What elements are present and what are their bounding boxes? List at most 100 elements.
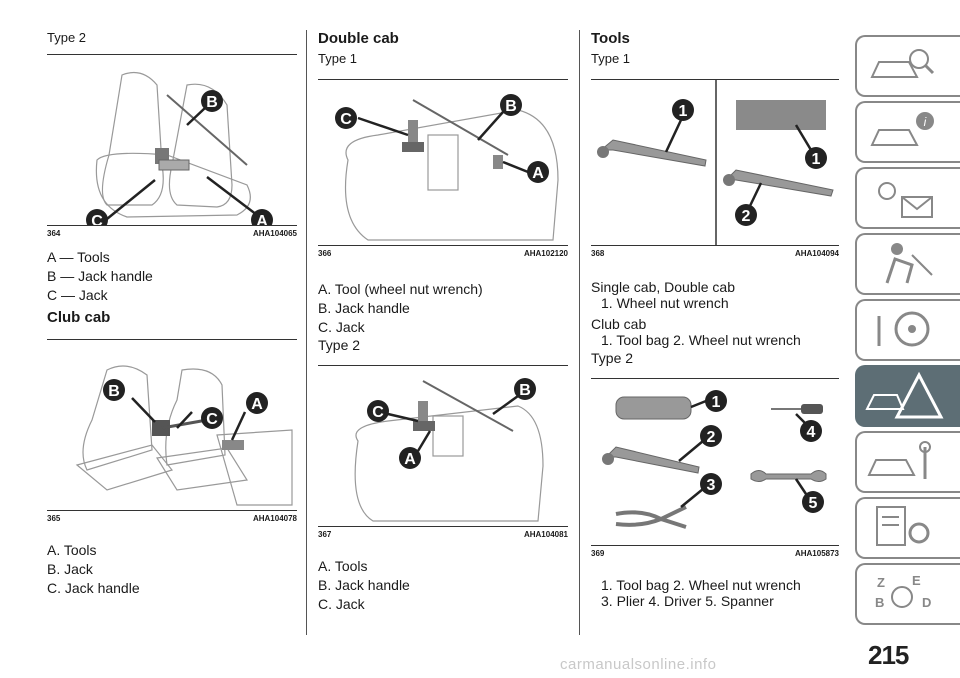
chapter-tab-maintenance[interactable]: [855, 431, 960, 493]
callout-b: [500, 94, 522, 116]
callout-a: [251, 209, 273, 225]
svg-text:i: i: [924, 115, 927, 129]
svg-text:B: B: [108, 383, 120, 400]
chapter-tab-index[interactable]: Z E B D: [855, 563, 960, 625]
callout-4: [800, 420, 822, 442]
watermark: carmanualsonline.info: [560, 656, 717, 673]
callout-b: [201, 90, 223, 112]
callout-a: [246, 392, 268, 414]
callout-a: [399, 447, 421, 469]
figure-364-caption: 364 AHA104065: [47, 229, 297, 238]
svg-text:Z: Z: [877, 575, 885, 590]
svg-text:B: B: [519, 382, 531, 399]
item-b: B — Jack handle: [47, 268, 153, 284]
svg-text:1: 1: [679, 103, 688, 120]
svg-text:C: C: [91, 213, 103, 225]
svg-text:D: D: [922, 595, 931, 610]
svg-text:C: C: [372, 404, 384, 421]
svg-text:A: A: [251, 396, 263, 413]
callout-b: [103, 379, 125, 401]
chapter-tab-starting-driving[interactable]: [855, 299, 960, 361]
callout-2: [700, 425, 722, 447]
item-c: C. Jack: [318, 596, 365, 612]
svg-text:B: B: [875, 595, 884, 610]
callout-1: [672, 99, 694, 121]
alphabet-index-icon: Z E B D: [875, 573, 931, 610]
type-1-label: Type 1: [591, 51, 631, 66]
car-wrench-icon: [867, 441, 931, 479]
item-a: A — Tools: [47, 249, 110, 265]
svg-text:5: 5: [809, 495, 818, 512]
callout-1: [805, 147, 827, 169]
item-a: A. Tools: [47, 542, 97, 558]
chapter-tab-car-knowledge[interactable]: [855, 35, 960, 97]
column-3: Tools Type 1 1 1 2 368 AHA104094 Single …: [591, 30, 841, 611]
type-2-label: Type 2: [47, 30, 87, 45]
item-c: C. Jack handle: [47, 580, 140, 596]
figure-365: B A C: [47, 339, 297, 511]
column-divider: [579, 30, 580, 635]
seat-jack-illustration: B A C: [86, 72, 273, 225]
car-info-icon: i: [870, 112, 934, 146]
items-1-2: 1. Tool bag 2. Wheel nut wrench: [601, 332, 801, 348]
item-c: C. Jack: [318, 319, 365, 335]
svg-text:E: E: [912, 573, 921, 588]
double-cab-type2-illustration: C B A: [354, 378, 544, 522]
callout-c: [201, 407, 223, 429]
svg-text:C: C: [206, 411, 218, 428]
chapter-tab-safety[interactable]: [855, 233, 960, 295]
double-cab-heading: Double cab: [318, 30, 399, 47]
item-a: A. Tool (wheel nut wrench): [318, 281, 483, 297]
item-1: 1. Wheel nut wrench: [601, 295, 729, 311]
callout-1: [705, 390, 727, 412]
svg-text:1: 1: [712, 394, 721, 411]
svg-text:C: C: [340, 111, 352, 128]
items-1-2: 1. Tool bag 2. Wheel nut wrench: [601, 577, 801, 593]
callout-a: [527, 161, 549, 183]
applicability-line: Single cab, Double cab: [591, 279, 735, 295]
column-1: Type 2 B A C 364 AHA104065 A — Tools B —: [47, 30, 297, 598]
type-1-label: Type 1: [318, 51, 358, 66]
chapter-tab-car-info[interactable]: i: [855, 101, 960, 163]
item-c: C — Jack: [47, 287, 108, 303]
callout-2: [735, 204, 757, 226]
svg-text:B: B: [505, 98, 517, 115]
type-2-label: Type 2: [318, 337, 361, 353]
column-2: Double cab Type 1 C B A 366 AHA102120 A.…: [318, 30, 568, 614]
chapter-tab-warning-lights[interactable]: [855, 167, 960, 229]
svg-text:4: 4: [807, 424, 816, 441]
chapter-tab-technical-data[interactable]: [855, 497, 960, 559]
figure-366-caption: 366 AHA102120: [318, 249, 568, 258]
figure-364: B A C: [47, 54, 297, 226]
items-3-5: 3. Plier 4. Driver 5. Spanner: [601, 593, 774, 609]
item-b: B. Jack handle: [318, 577, 410, 593]
page-number: 215: [868, 640, 909, 670]
warning-light-message-icon: [878, 182, 933, 218]
breakdown-triangle-icon: [865, 371, 944, 419]
chapter-tab-emergency[interactable]: [855, 365, 960, 427]
svg-text:A: A: [532, 165, 544, 182]
svg-text:B: B: [206, 94, 218, 111]
svg-text:3: 3: [707, 477, 716, 494]
applicability-line: Club cab: [591, 316, 647, 332]
callout-c: [86, 209, 108, 225]
callout-3: [700, 473, 722, 495]
svg-text:A: A: [404, 451, 416, 468]
svg-text:2: 2: [742, 208, 751, 225]
svg-text:A: A: [256, 213, 268, 225]
figure-368: 1 1 2: [591, 79, 839, 246]
document-gear-icon: [876, 506, 930, 546]
callout-b: [514, 378, 536, 400]
figure-367-caption: 367 AHA104081: [318, 530, 568, 539]
callout-c: [335, 107, 357, 129]
airbag-person-icon: [885, 243, 933, 284]
tools-heading: Tools: [591, 30, 630, 47]
svg-text:2: 2: [707, 429, 716, 446]
figure-368-caption: 368 AHA104094: [591, 249, 839, 258]
car-magnifier-icon: [870, 49, 935, 78]
figure-366: C B A: [318, 79, 568, 246]
wheel-nut-wrench-illustration: 1 1 2: [597, 80, 834, 245]
figure-369: 1 2 3 4 5: [591, 378, 839, 546]
callout-5: [802, 491, 824, 513]
svg-text:1: 1: [812, 151, 821, 168]
